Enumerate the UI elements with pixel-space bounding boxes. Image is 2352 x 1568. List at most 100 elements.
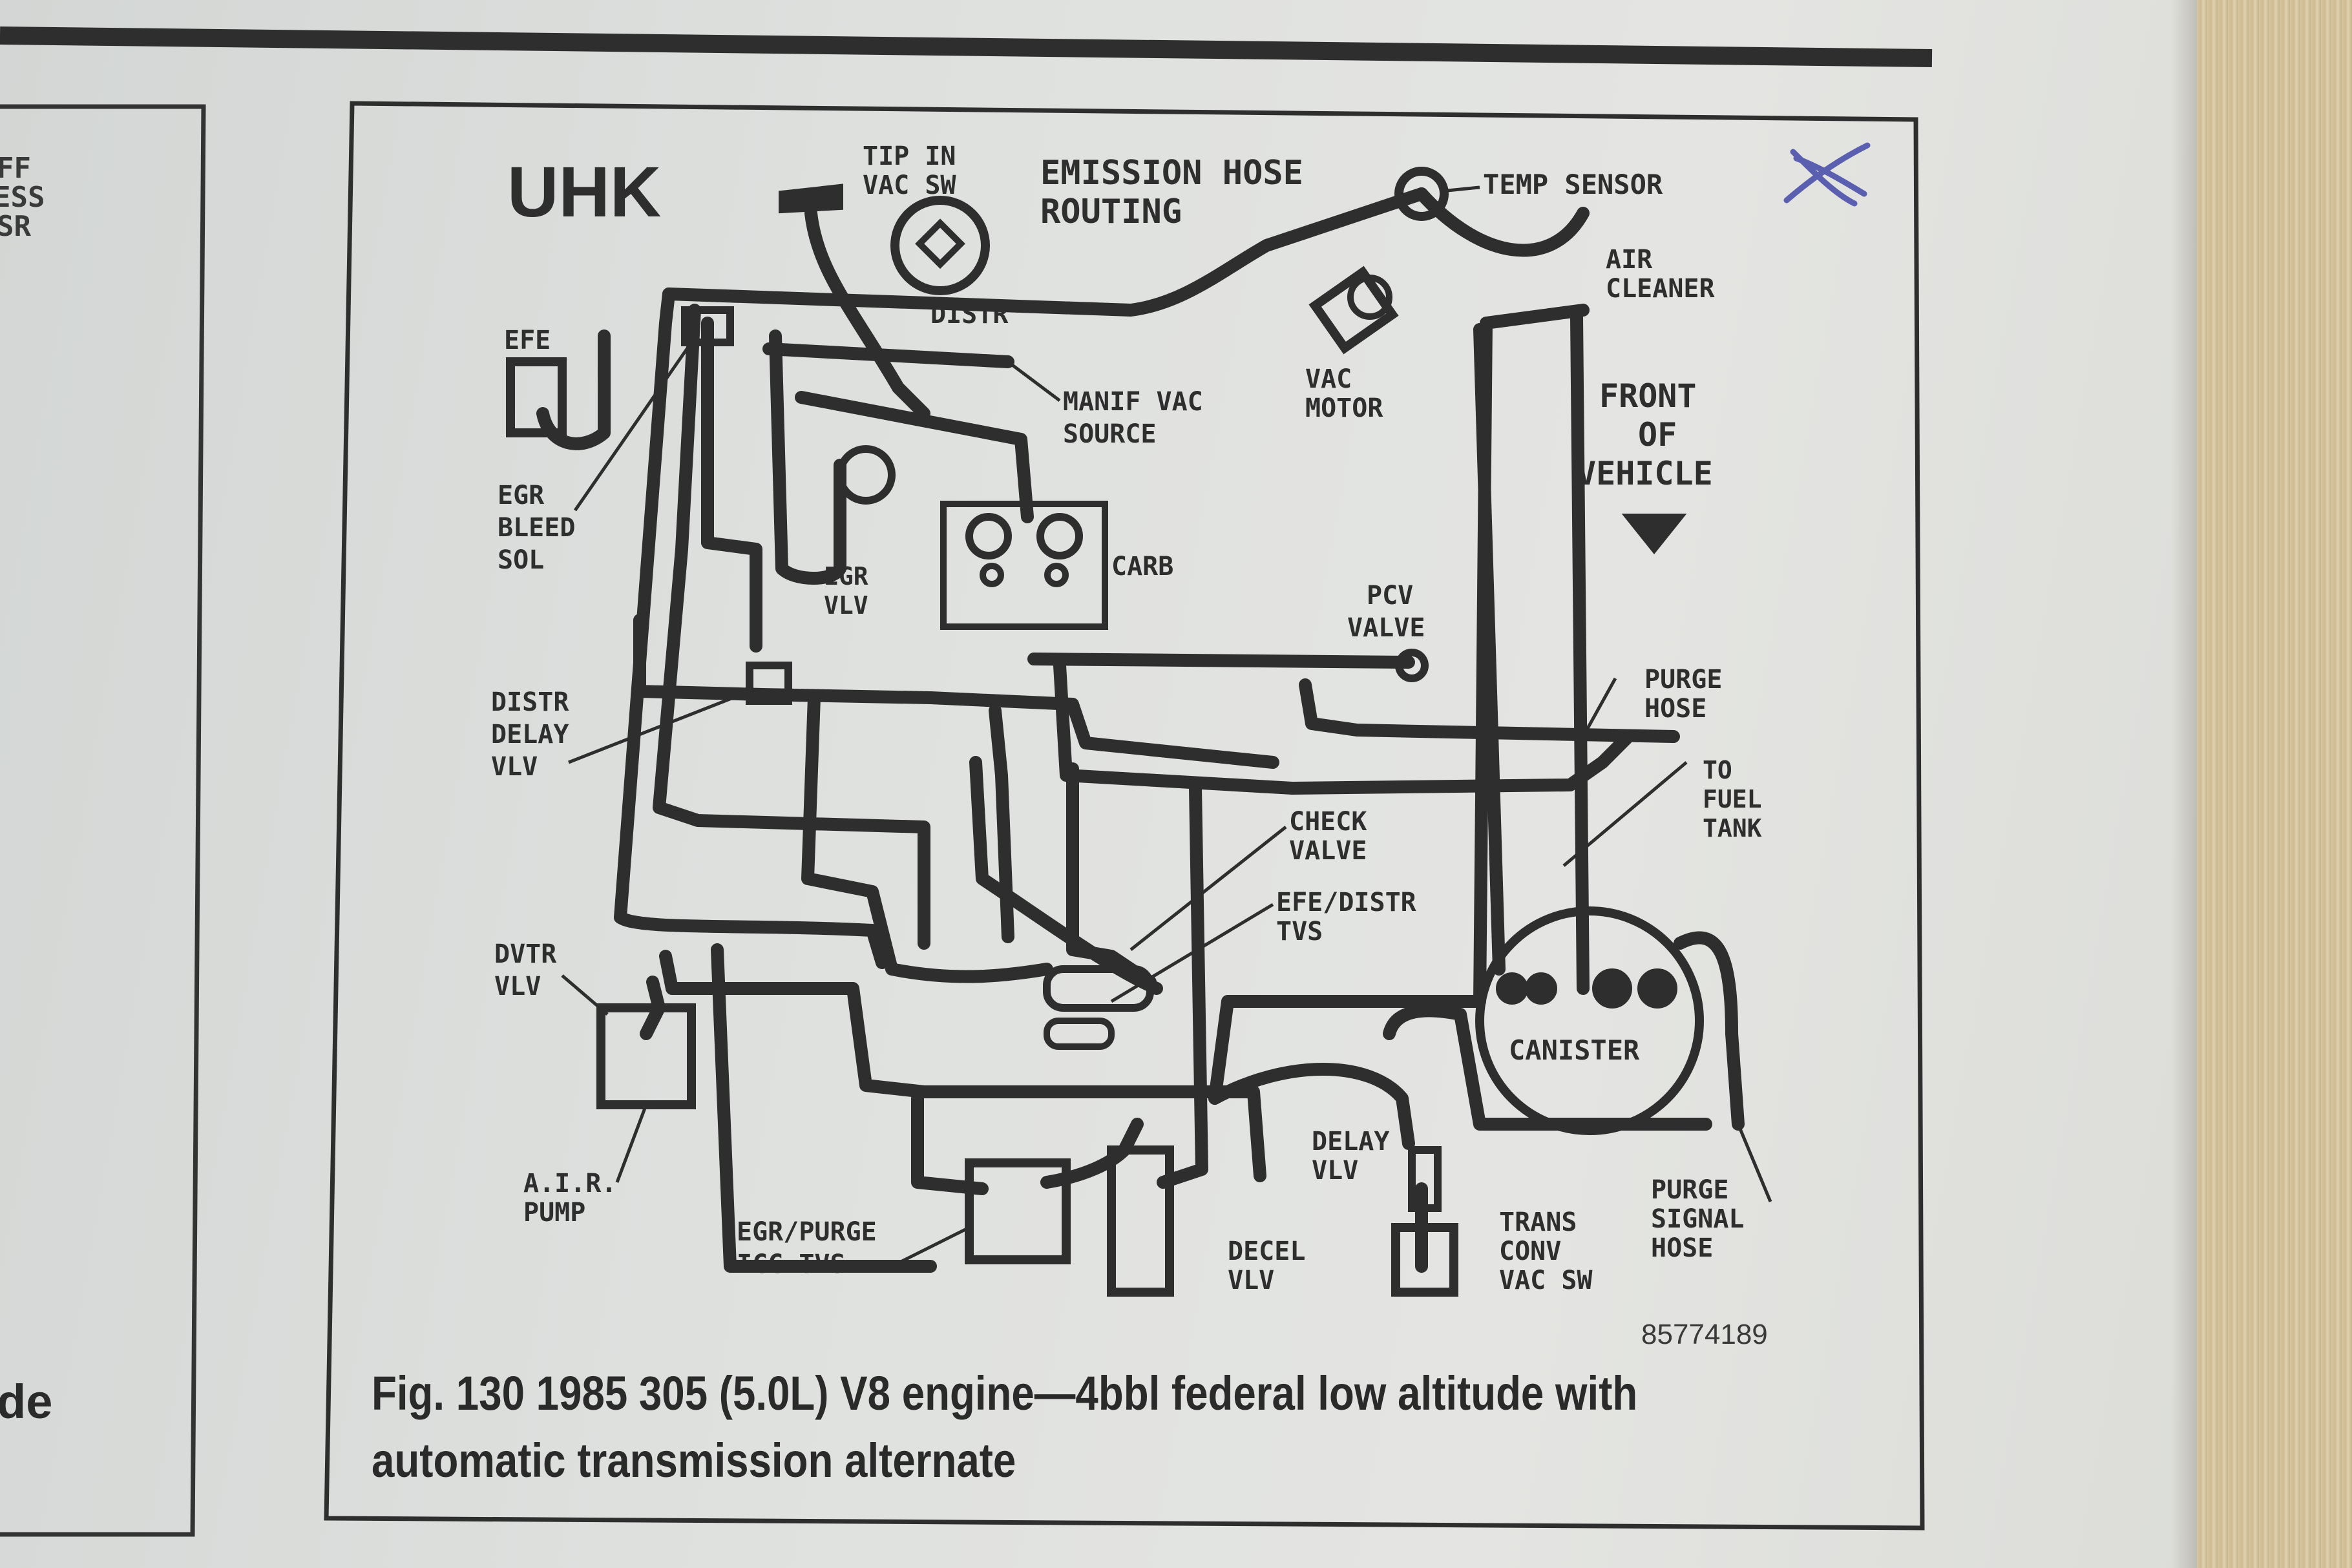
distr-cap-center: [915, 218, 965, 269]
vac-motor-icon: [1308, 266, 1399, 355]
leader-temp-sensor: [1447, 185, 1480, 193]
hose-left-outer: [614, 287, 888, 969]
left-fragment-1: FF: [0, 152, 31, 185]
hose-check-valve: [989, 704, 1014, 943]
label-purge-signal-1: PURGE: [1651, 1175, 1728, 1205]
carb-port-2: [1036, 513, 1083, 559]
label-efe-tvs-2: TVS: [1276, 917, 1323, 946]
figure-frame: [324, 101, 1925, 1531]
canister-port-3: [1592, 968, 1632, 1009]
hose-lower-mid: [1066, 762, 1157, 988]
label-trans-1: TRANS: [1499, 1207, 1577, 1237]
decel-vlv-icon: [1107, 1145, 1174, 1297]
pcv-valve-icon: [1395, 649, 1429, 682]
label-pcv-1: PCV: [1367, 581, 1413, 611]
temp-sensor-icon: [1394, 167, 1449, 221]
label-delay-1: DELAY: [1312, 1127, 1389, 1156]
leader-check-valve: [1129, 826, 1287, 951]
leader-air-pump: [615, 1104, 648, 1183]
leader-manif: [1007, 361, 1061, 402]
handwritten-x-mark: [1783, 142, 1871, 207]
label-purge-hose-1: PURGE: [1644, 665, 1722, 695]
delay-vlv-icon: [1408, 1146, 1442, 1212]
label-vac-motor-2: MOTOR: [1305, 393, 1383, 423]
label-fuel-3: TANK: [1703, 814, 1762, 842]
left-fragment-3: SR: [0, 210, 31, 243]
hose-air-cleaner: [1415, 187, 1590, 257]
leader-purge-signal: [1736, 1124, 1772, 1202]
label-dvtr-1: DVTR: [494, 939, 557, 969]
book-page-edges: [2197, 0, 2352, 1568]
label-temp-sensor: TEMP SENSOR: [1483, 169, 1663, 200]
canister-icon: [1475, 906, 1704, 1135]
hose-tip-in-distr: [804, 207, 930, 420]
label-pcv-2: VALVE: [1347, 613, 1425, 643]
title-line1: EMISSION HOSE: [1040, 154, 1303, 193]
hose-top-main: [662, 187, 1428, 317]
egr-valve-icon: [836, 445, 896, 505]
label-decel-2: VLV: [1228, 1266, 1274, 1295]
label-egr-vlv-1: EGR: [824, 562, 868, 591]
label-dvtr-2: VLV: [494, 972, 541, 1001]
left-column-box: [0, 104, 206, 1537]
label-front-3: VEHICLE: [1577, 455, 1713, 492]
label-canister: CANISTER: [1509, 1034, 1640, 1066]
label-tip-in-1: TIP IN: [863, 141, 956, 171]
label-fuel-1: TO: [1703, 756, 1732, 784]
label-purge-signal-2: SIGNAL: [1651, 1204, 1745, 1234]
hose-canister-bottom: [1383, 1004, 1712, 1131]
canister-port-2: [1525, 972, 1557, 1005]
efe-distr-tvs-icon: [1044, 1018, 1115, 1050]
label-front-2: OF: [1638, 416, 1677, 454]
label-vac-motor-1: VAC: [1305, 364, 1352, 394]
leader-efe-distr: [1110, 903, 1274, 1003]
label-egr-bleed-3: SOL: [498, 545, 544, 575]
hose-purge-long: [1053, 659, 1635, 795]
carb-icon: [940, 501, 1108, 630]
label-air-pump-1: A.I.R.: [523, 1169, 617, 1198]
book-page: [0, 0, 2197, 1568]
label-air-2: CLEANER: [1606, 274, 1715, 304]
figure-caption: Fig. 130 1985 305 (5.0L) V8 engine—4bbl …: [372, 1360, 1661, 1494]
trans-conv-vac-sw-icon: [1391, 1223, 1458, 1297]
label-tip-in-2: VAC SW: [863, 171, 956, 200]
label-air-pump-2: PUMP: [523, 1198, 585, 1228]
label-front-1: FRONT: [1599, 377, 1697, 415]
egr-purge-tvs-icon: [965, 1158, 1071, 1264]
efe-actuator-icon: [506, 357, 567, 437]
leader-purge-hose: [1581, 677, 1617, 738]
label-delay-2: VLV: [1312, 1156, 1358, 1186]
label-egr-bleed-2: BLEED: [498, 513, 575, 543]
label-trans-2: CONV: [1499, 1237, 1561, 1266]
canister-port-1: [1496, 972, 1528, 1005]
hose-efe: [536, 329, 611, 450]
distr-delay-vlv-icon: [746, 662, 792, 705]
check-valve-icon: [1043, 965, 1154, 1012]
hose-canister-right: [1570, 310, 1590, 995]
hose-egr-purge: [711, 943, 937, 1273]
label-purge-signal-3: HOSE: [1651, 1233, 1713, 1263]
hose-purge-signal: [1674, 931, 1745, 1131]
leader-egr-bleed: [573, 341, 693, 512]
leader-to-fuel: [1562, 761, 1688, 867]
label-distr-delay-2: DELAY: [491, 720, 569, 749]
label-purge-hose-2: HOSE: [1644, 694, 1706, 724]
label-distr: DISTR: [930, 300, 1009, 329]
label-egr-purge-2: ICC TVS: [737, 1249, 846, 1279]
label-efe: EFE: [504, 326, 551, 355]
hose-distr-delay: [633, 614, 1279, 769]
hose-manif-vac: [762, 342, 1014, 368]
label-trans-3: VAC SW: [1499, 1266, 1593, 1295]
label-efe-tvs-1: EFE/DISTR: [1276, 888, 1417, 917]
diagram-code: UHK: [507, 152, 661, 232]
label-check-1: CHECK: [1289, 807, 1367, 837]
canister-port-4: [1637, 968, 1677, 1009]
hose-center-vertical: [801, 691, 1053, 983]
front-of-vehicle-arrow-icon: [1621, 514, 1687, 555]
hose-pcv: [1027, 653, 1415, 669]
label-distr-delay-3: VLV: [491, 752, 538, 782]
label-distr-delay-1: DISTR: [491, 687, 569, 717]
hose-egr-purge-2: [911, 1092, 989, 1195]
hose-decel: [1157, 782, 1208, 1189]
